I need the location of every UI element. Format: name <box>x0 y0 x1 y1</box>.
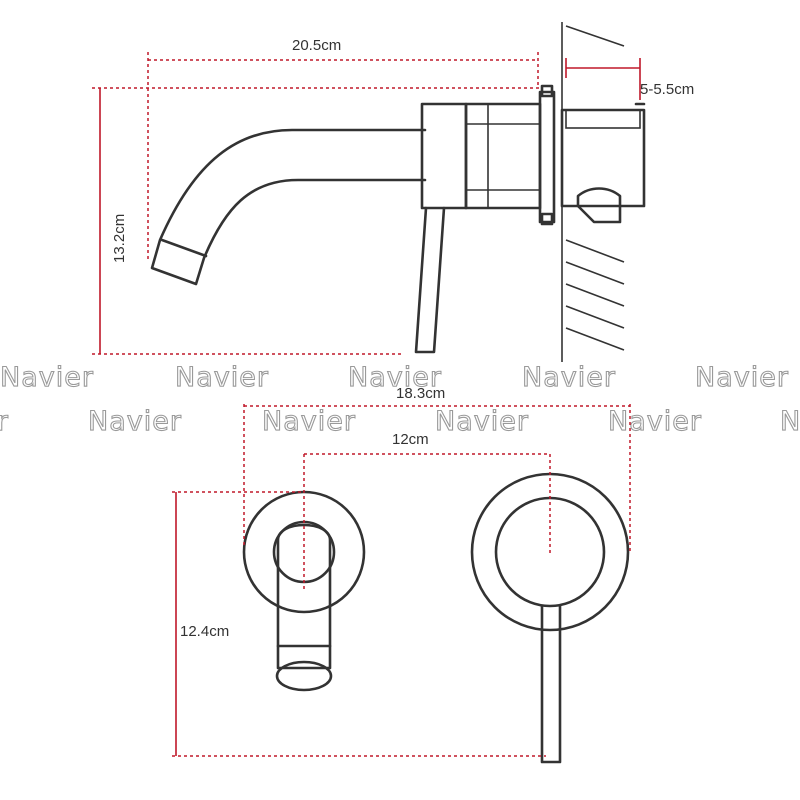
wall-hatch <box>565 327 625 351</box>
handle-hub <box>420 102 468 210</box>
dim-20-5-label: 20.5cm <box>292 37 341 54</box>
spout-front-outlet <box>275 660 333 692</box>
watermark-6: Navier <box>0 406 9 437</box>
wall-hatch <box>565 25 625 47</box>
side-dimensions: 20.5cm 5-5.5cm 13.2cm <box>92 37 694 355</box>
lever-handle-side <box>414 206 446 354</box>
wall-flange <box>538 90 556 224</box>
watermark-3: Navier <box>348 362 442 393</box>
dim-12-4-label: 12.4cm <box>180 623 229 640</box>
wall-hatch <box>565 305 625 329</box>
front-dimensions: 18.3cm 12cm 12.4cm <box>172 385 631 757</box>
watermark-1: Navier <box>0 362 94 393</box>
watermark-10: Navier <box>608 406 702 437</box>
wall-hatch <box>565 261 625 285</box>
mixer-front <box>470 472 630 764</box>
valve-body-side <box>420 84 646 226</box>
watermark-9: Navier <box>435 406 529 437</box>
watermark-4: Navier <box>522 362 616 393</box>
watermark-11: Navier <box>780 406 800 437</box>
watermark-layer: Navier Navier Navier Navier Navier Navie… <box>0 361 800 437</box>
dim-12-label: 12cm <box>392 431 429 448</box>
dim-13-2-label: 13.2cm <box>111 214 128 263</box>
front-view <box>242 472 630 764</box>
valve-collar <box>464 102 542 210</box>
wall-hatch <box>565 239 625 263</box>
spout-aerator-ring <box>160 238 208 258</box>
wall-hatch <box>565 283 625 307</box>
watermark-7: Navier <box>88 406 182 437</box>
spout-front-body <box>276 523 332 670</box>
spout-outline <box>150 128 427 286</box>
spout-side <box>150 128 427 286</box>
watermark-8: Navier <box>262 406 356 437</box>
flange-top-nut <box>540 84 554 98</box>
in-wall-outlet <box>576 187 622 224</box>
dim-18-3-label: 18.3cm <box>396 385 445 402</box>
side-view <box>150 22 646 362</box>
watermark-5: Navier <box>695 362 789 393</box>
lever-handle-front <box>540 604 562 764</box>
dim-wall-depth-label: 5-5.5cm <box>640 81 694 98</box>
watermark-2: Navier <box>175 362 269 393</box>
in-wall-cap <box>565 109 641 129</box>
flange-bottom-nut <box>540 212 554 226</box>
in-wall-box <box>560 108 646 208</box>
